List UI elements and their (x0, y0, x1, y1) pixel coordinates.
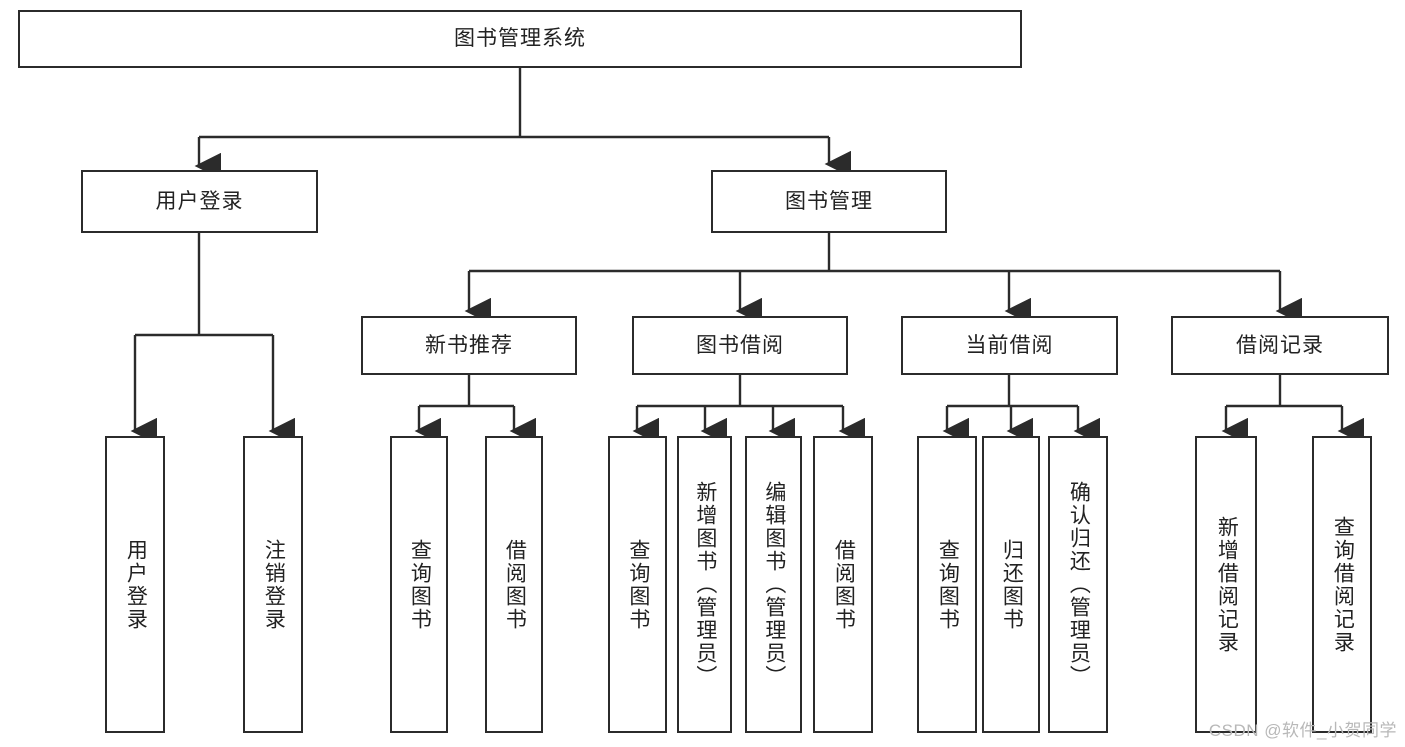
node-book-borrow-label: 图书借阅 (696, 333, 784, 357)
node-leaf-query-borrow-record[interactable]: 查询借阅记录 (1312, 436, 1372, 733)
node-leaf-user-login-label: 用户登录 (124, 538, 148, 631)
node-leaf-query-book-3-label: 查询图书 (936, 538, 960, 631)
node-leaf-add-book-label: 新增图书（管理员） (693, 481, 717, 688)
node-root-label: 图书管理系统 (454, 27, 586, 51)
node-leaf-query-book-1-label: 查询图书 (408, 538, 432, 631)
node-leaf-user-logout-label: 注销登录 (262, 538, 286, 631)
node-leaf-add-borrow-record-label: 新增借阅记录 (1215, 515, 1239, 654)
node-borrow-record[interactable]: 借阅记录 (1171, 316, 1389, 375)
node-borrow-record-label: 借阅记录 (1236, 333, 1324, 357)
node-new-book-recommend[interactable]: 新书推荐 (361, 316, 577, 375)
node-leaf-return-book[interactable]: 归还图书 (982, 436, 1040, 733)
node-user-login-label: 用户登录 (155, 189, 244, 213)
node-current-borrow[interactable]: 当前借阅 (901, 316, 1118, 375)
node-book-borrow[interactable]: 图书借阅 (632, 316, 848, 375)
node-leaf-edit-book-label: 编辑图书（管理员） (762, 481, 786, 688)
node-leaf-query-book-3[interactable]: 查询图书 (917, 436, 977, 733)
node-leaf-return-book-label: 归还图书 (1000, 538, 1024, 631)
node-leaf-user-logout[interactable]: 注销登录 (243, 436, 303, 733)
node-leaf-edit-book[interactable]: 编辑图书（管理员） (745, 436, 802, 733)
node-book-manage-label: 图书管理 (785, 189, 873, 213)
node-leaf-query-book-2-label: 查询图书 (626, 538, 650, 631)
node-leaf-borrow-book-2[interactable]: 借阅图书 (813, 436, 873, 733)
node-leaf-borrow-book-2-label: 借阅图书 (832, 538, 856, 631)
node-root[interactable]: 图书管理系统 (18, 10, 1022, 68)
node-leaf-borrow-book-1-label: 借阅图书 (503, 538, 527, 631)
node-leaf-add-book[interactable]: 新增图书（管理员） (677, 436, 732, 733)
node-new-book-recommend-label: 新书推荐 (425, 333, 513, 357)
node-leaf-query-book-2[interactable]: 查询图书 (608, 436, 667, 733)
node-current-borrow-label: 当前借阅 (965, 333, 1054, 357)
node-leaf-borrow-book-1[interactable]: 借阅图书 (485, 436, 543, 733)
node-leaf-add-borrow-record[interactable]: 新增借阅记录 (1195, 436, 1257, 733)
node-leaf-confirm-return-label: 确认归还（管理员） (1067, 481, 1091, 688)
node-user-login[interactable]: 用户登录 (81, 170, 318, 233)
node-leaf-user-login[interactable]: 用户登录 (105, 436, 165, 733)
node-book-manage[interactable]: 图书管理 (711, 170, 947, 233)
node-leaf-query-book-1[interactable]: 查询图书 (390, 436, 448, 733)
node-leaf-confirm-return[interactable]: 确认归还（管理员） (1048, 436, 1108, 733)
watermark: CSDN @软件_小贺同学 (1208, 721, 1397, 740)
node-leaf-query-borrow-record-label: 查询借阅记录 (1331, 515, 1355, 654)
